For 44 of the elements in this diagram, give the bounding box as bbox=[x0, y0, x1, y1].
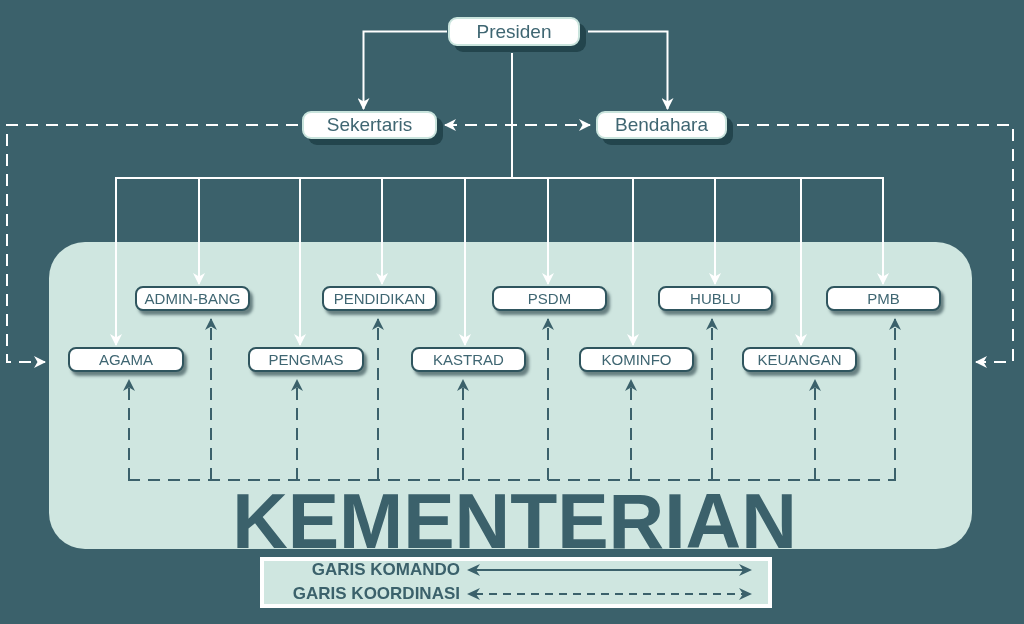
ministry-name: PENGMAS bbox=[268, 351, 344, 368]
ministry-box bbox=[135, 286, 250, 311]
ministry-box bbox=[579, 347, 694, 372]
arrow bbox=[511, 52, 807, 346]
ministry-box bbox=[658, 286, 773, 311]
dashed-arrow bbox=[625, 379, 637, 481]
ministry-box bbox=[411, 347, 526, 372]
position-title: Bendahara bbox=[615, 114, 708, 136]
dashed-arrow bbox=[809, 379, 821, 481]
dashed-arrow bbox=[542, 318, 554, 481]
ministry-box bbox=[826, 286, 941, 311]
dashed-arrow bbox=[205, 318, 217, 481]
arrow bbox=[357, 30, 448, 110]
ministry-box bbox=[742, 347, 857, 372]
ministry-name: KASTRAD bbox=[433, 351, 504, 368]
dashed-arrow bbox=[736, 124, 1014, 368]
ministry-name: ADMIN-BANG bbox=[144, 290, 241, 307]
dashed-arrow bbox=[889, 318, 901, 481]
ministry-name: KEUANGAN bbox=[757, 351, 842, 368]
dashed-bus-line bbox=[127, 479, 897, 481]
dashed-arrow bbox=[444, 119, 591, 131]
ministry-box bbox=[68, 347, 184, 372]
ministry-name: KOMINFO bbox=[601, 351, 672, 368]
ministry-name: PMB bbox=[867, 290, 900, 307]
ministry-box bbox=[322, 286, 437, 311]
ministry-name: PSDM bbox=[527, 290, 572, 307]
ministry-panel bbox=[49, 242, 972, 549]
position-title: Sekertaris bbox=[326, 114, 413, 136]
ministry-box bbox=[492, 286, 607, 311]
ministry-name: AGAMA bbox=[98, 351, 154, 368]
dashed-arrow bbox=[372, 318, 384, 481]
dashed-arrow bbox=[706, 318, 718, 481]
ministry-name: HUBLU bbox=[690, 290, 741, 307]
dashed-arrow bbox=[6, 124, 299, 368]
legend-label: GARIS KOORDINASI bbox=[292, 585, 460, 603]
ministry-name: PENDIDIKAN bbox=[333, 290, 426, 307]
ministry-box bbox=[248, 347, 364, 372]
arrow bbox=[587, 30, 674, 110]
position-title: Presiden bbox=[476, 20, 552, 43]
dashed-arrow bbox=[457, 379, 469, 481]
panel-heading: KEMENTERIAN bbox=[232, 493, 797, 549]
dashed-arrow bbox=[123, 379, 135, 481]
legend-label: GARIS KOMANDO bbox=[311, 561, 460, 579]
dashed-arrow bbox=[291, 379, 303, 481]
